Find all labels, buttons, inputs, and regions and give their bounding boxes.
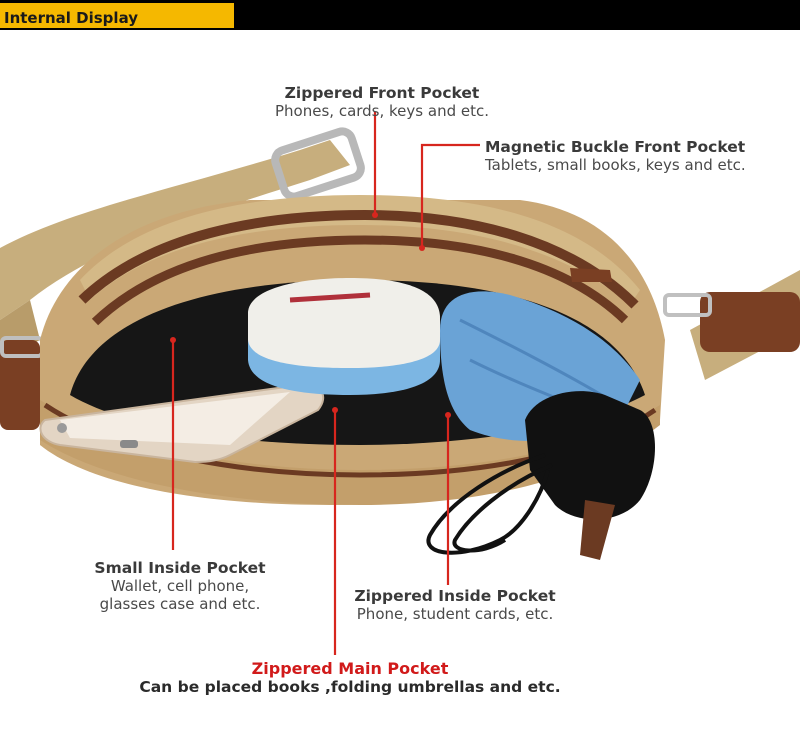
callout-front-pocket: Zippered Front Pocket Phones, cards, key… — [262, 84, 502, 120]
callout-magnetic-title: Magnetic Buckle Front Pocket — [485, 138, 746, 156]
right-strap-leather — [700, 292, 800, 352]
strap-left — [0, 140, 350, 320]
callout-magnetic-pocket: Magnetic Buckle Front Pocket Tablets, sm… — [485, 138, 746, 174]
callout-front-title: Zippered Front Pocket — [284, 84, 480, 102]
left-strap-leather — [0, 340, 40, 430]
line-magnetic — [420, 143, 480, 248]
callout-lines — [171, 112, 480, 655]
umbrella-handle — [525, 391, 655, 520]
callout-zippered-inside-pocket: Zippered Inside Pocket Phone, student ca… — [340, 587, 570, 623]
callout-zinside-title: Zippered Inside Pocket — [354, 587, 556, 605]
callout-main-pocket: Zippered Main Pocket Can be placed books… — [120, 659, 580, 696]
header-tab: Internal Display — [0, 3, 234, 28]
callout-magnetic-desc: Tablets, small books, keys and etc. — [485, 156, 746, 174]
callout-small-inside-pocket: Small Inside Pocket Wallet, cell phone, … — [80, 559, 280, 613]
callout-small-desc-2: glasses case and etc. — [99, 595, 261, 613]
callout-front-desc: Phones, cards, keys and etc. — [275, 102, 489, 120]
callout-main-title: Zippered Main Pocket — [251, 659, 449, 678]
callout-main-desc: Can be placed books ,folding umbrellas a… — [139, 678, 561, 696]
callout-small-desc-1: Wallet, cell phone, — [110, 577, 250, 595]
umbrella-cord — [426, 453, 550, 555]
zipper-pull — [570, 268, 612, 282]
header-title: Internal Display — [4, 9, 139, 27]
callout-zinside-desc: Phone, student cards, etc. — [356, 605, 554, 623]
top-buckle — [271, 127, 365, 201]
callout-small-title: Small Inside Pocket — [94, 559, 266, 577]
front-pocket — [80, 195, 640, 305]
